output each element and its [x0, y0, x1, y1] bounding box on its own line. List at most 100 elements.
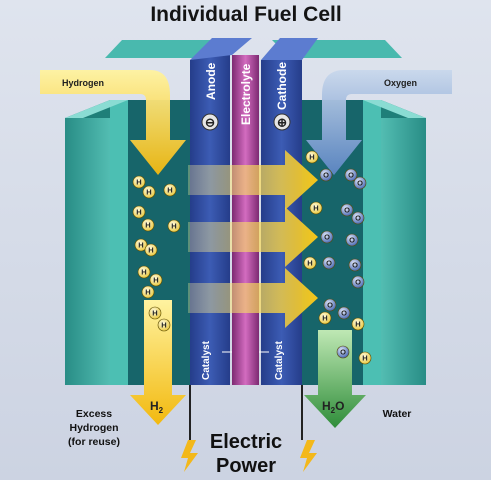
anode-label: Anode — [204, 62, 218, 100]
hydrogen-atom — [163, 183, 177, 197]
proton-arrow-3 — [188, 268, 318, 328]
oxygen-atom — [323, 298, 337, 312]
proton-arrow-2 — [188, 207, 318, 267]
hydrogen-atom — [358, 351, 372, 365]
oxygen-atom-label: O — [344, 206, 350, 215]
hydrogen-atom-label: H — [322, 314, 327, 323]
hydrogen-atom — [137, 265, 151, 279]
electrolyte-layer — [232, 55, 259, 385]
oxygen-atom — [336, 345, 350, 359]
hydrogen-atom-label: H — [138, 241, 143, 250]
oxygen-atom — [337, 306, 351, 320]
water-outlet-arrow — [304, 330, 366, 428]
right-plate-top — [363, 100, 426, 118]
hydrogen-atom — [134, 238, 148, 252]
hydrogen-atom — [144, 243, 158, 257]
hydrogen-atom — [132, 175, 146, 189]
hydrogen-atom-label: H — [141, 268, 146, 277]
hydrogen-atom — [141, 285, 155, 299]
hydrogen-atom-label: H — [362, 354, 367, 363]
oxygen-atom-label: O — [341, 309, 347, 318]
cathode-label: Cathode — [275, 62, 289, 110]
oxygen-atom — [345, 233, 359, 247]
oxygen-atom — [351, 275, 365, 289]
electrolyte-label: Electrolyte — [239, 63, 253, 125]
oxygen-atom-label: O — [352, 261, 358, 270]
hydrogen-atom — [351, 317, 365, 331]
hydrogen-atom — [309, 201, 323, 215]
anode-terminal-icon — [201, 113, 219, 131]
oxygen-atom-label: O — [357, 179, 363, 188]
hydrogen-atom — [142, 185, 156, 199]
hydrogen-atom-label: H — [307, 259, 312, 268]
water-label: Water — [383, 408, 412, 420]
hydrogen-atom-label: H — [145, 288, 150, 297]
oxygen-atom — [320, 230, 334, 244]
excess-line-3: (for reuse) — [68, 436, 120, 448]
hydrogen-atom — [148, 306, 162, 320]
hydrogen-atom-label: H — [152, 309, 157, 318]
right-plate-face — [363, 100, 381, 385]
lightning-left-icon — [181, 440, 198, 472]
catalyst-left-label: Catalyst — [201, 340, 212, 380]
oxygen-atom — [348, 258, 362, 272]
hydrogen-atom-label: H — [146, 188, 151, 197]
hydrogen-atom-label: H — [171, 222, 176, 231]
hydrogen-atom-label: H — [167, 186, 172, 195]
oxygen-atom-label: O — [323, 171, 329, 180]
oxygen-atom — [322, 256, 336, 270]
oxygen-atom-label: O — [348, 171, 354, 180]
oxygen-atom-label: O — [355, 278, 361, 287]
oxygen-atom-label: O — [340, 348, 346, 357]
left-top-slab — [105, 40, 215, 58]
hydrogen-inlet-arrow — [40, 70, 186, 175]
electric-label: Electric — [210, 431, 282, 453]
hydrogen-atom-label: H — [355, 320, 360, 329]
hydrogen-atom-label: H — [136, 208, 141, 217]
hydrogen-atom — [149, 273, 163, 287]
hydrogen-atom-label: H — [136, 178, 141, 187]
oxygen-atom-label: O — [327, 301, 333, 310]
oxygen-label: Oxygen — [384, 78, 417, 88]
proton-flow-arrows — [188, 150, 318, 328]
oxygen-atom-label: O — [349, 236, 355, 245]
hydrogen-atom-label: H — [161, 321, 166, 330]
oxygen-inlet-arrow — [306, 70, 452, 175]
lightning-right-icon — [300, 440, 317, 472]
hydrogen-atom — [157, 318, 171, 332]
proton-arrow-1 — [188, 150, 318, 210]
hydrogen-atom-label: H — [153, 276, 158, 285]
left-plate-face — [110, 100, 128, 385]
svg-text:⊖: ⊖ — [205, 116, 215, 130]
hydrogen-atom — [141, 218, 155, 232]
power-label: Power — [216, 455, 276, 477]
hydrogen-atom — [303, 256, 317, 270]
hydrogen-atom-label: H — [313, 204, 318, 213]
oxygen-atom — [319, 168, 333, 182]
hydrogen-atom — [305, 150, 319, 164]
oxygen-atom — [353, 176, 367, 190]
h2-label: H2 — [150, 399, 164, 415]
left-plate-top — [65, 100, 128, 118]
diagram-title: Individual Fuel Cell — [150, 3, 341, 26]
excess-line-2: Hydrogen — [69, 422, 118, 434]
oxygen-atom-label: O — [326, 259, 332, 268]
cathode-terminal-icon — [273, 113, 291, 131]
oxygen-atom-label: O — [355, 214, 361, 223]
excess-hydrogen-arrow — [130, 300, 186, 425]
oxygen-atom — [344, 168, 358, 182]
oxygen-atom — [340, 203, 354, 217]
oxygen-atom-label: O — [324, 233, 330, 242]
hydrogen-atom — [318, 311, 332, 325]
oxygen-atom — [351, 211, 365, 225]
hydrogen-atom — [167, 219, 181, 233]
h2o-label: H2O — [322, 399, 344, 415]
hydrogen-atom — [132, 205, 146, 219]
svg-text:⊕: ⊕ — [277, 116, 287, 130]
hydrogen-label: Hydrogen — [62, 78, 104, 88]
catalyst-right-label: Catalyst — [274, 340, 285, 380]
